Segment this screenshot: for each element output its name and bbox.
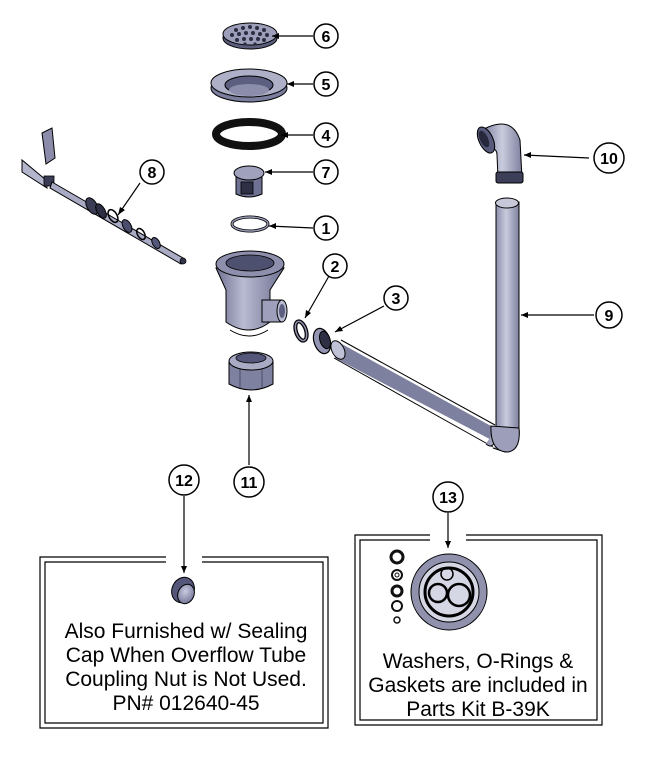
sink-flange-part bbox=[210, 68, 288, 103]
sealing-cap-part bbox=[171, 576, 195, 605]
parts-kit-note-box bbox=[354, 534, 603, 726]
callout-1: 1 bbox=[322, 221, 331, 238]
callout-4: 4 bbox=[322, 128, 331, 145]
callout-11: 11 bbox=[241, 475, 258, 492]
callout-5: 5 bbox=[322, 77, 331, 94]
lever-handle-part bbox=[21, 127, 187, 265]
stopper-part bbox=[233, 165, 265, 198]
slip-nut-part bbox=[312, 327, 332, 355]
washer-part bbox=[293, 319, 309, 343]
parts-kit-note-line: Parts Kit B-39K bbox=[406, 698, 550, 721]
strainer-basket-part bbox=[222, 22, 278, 50]
callout-13: 13 bbox=[439, 490, 457, 507]
callout-3: 3 bbox=[392, 291, 401, 308]
callout-8: 8 bbox=[148, 165, 157, 182]
callout-10: 10 bbox=[600, 151, 618, 168]
drain-body-part bbox=[215, 250, 288, 337]
sealing-cap-note: Also Furnished w/ Sealing Cap When Overf… bbox=[44, 620, 328, 716]
callout-6: 6 bbox=[322, 29, 331, 46]
sealing-cap-note-line: Coupling Nut is Not Used. bbox=[65, 668, 307, 691]
callout-12: 12 bbox=[175, 473, 193, 490]
sealing-cap-note-line: Cap When Overflow Tube bbox=[65, 644, 307, 667]
o-ring-part bbox=[230, 215, 270, 233]
parts-kit-note-line: Washers, O-Rings & bbox=[382, 650, 574, 673]
leader-arrowheads bbox=[118, 33, 531, 573]
parts-kit-washers bbox=[389, 549, 488, 631]
sealing-cap-note-line: PN# 012640-45 bbox=[112, 692, 260, 715]
sealing-cap-note-line: Also Furnished w/ Sealing bbox=[64, 620, 308, 643]
callout-7: 7 bbox=[322, 165, 331, 182]
overflow-elbow-part bbox=[476, 123, 524, 184]
coupling-nut-part bbox=[228, 351, 274, 391]
callout-2: 2 bbox=[331, 259, 340, 276]
parts-kit-note: Washers, O-Rings & Gaskets are included … bbox=[358, 650, 598, 722]
callout-labels: 6 5 4 7 1 2 3 8 10 9 11 12 13 bbox=[148, 29, 618, 507]
callout-circles bbox=[139, 23, 625, 513]
overflow-tube-part bbox=[330, 197, 520, 453]
rubber-gasket-part bbox=[212, 118, 286, 150]
callout-9: 9 bbox=[605, 308, 614, 325]
parts-kit-note-line: Gaskets are included in bbox=[368, 674, 588, 697]
sealing-cap-note-box bbox=[39, 556, 329, 729]
